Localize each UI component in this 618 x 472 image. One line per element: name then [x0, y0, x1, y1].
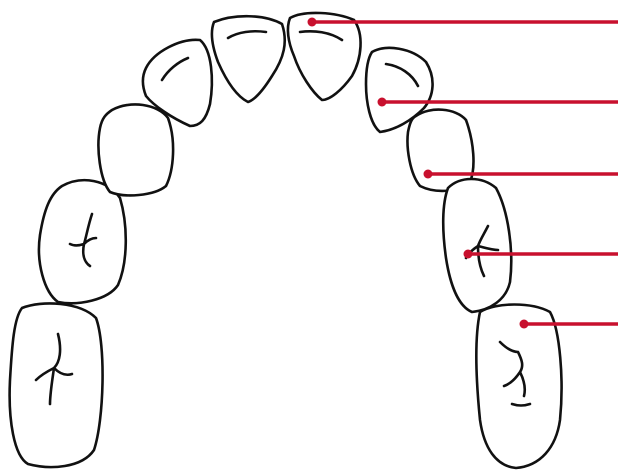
tooth-right-second-molar [10, 303, 103, 467]
tooth-left-first-molar [476, 305, 561, 469]
tooth-right-premolar [98, 104, 173, 195]
tooth-left-premolar [443, 179, 511, 312]
tooth-right-lateral-incisor [212, 16, 285, 102]
tooth-right-first-molar [39, 180, 126, 303]
tooth-left-central-incisor [288, 13, 361, 100]
